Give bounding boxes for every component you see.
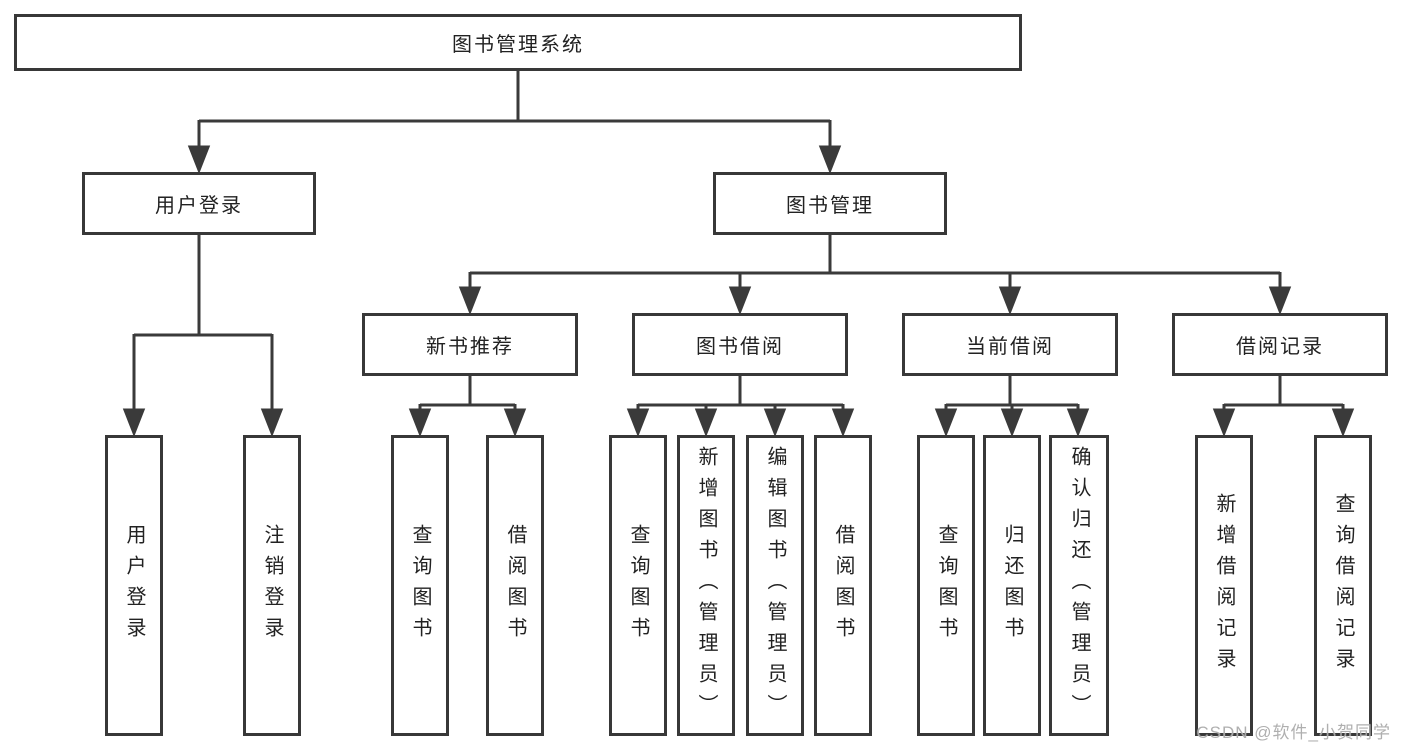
arrow-down-icon (763, 408, 787, 438)
arrow-down-icon (408, 408, 432, 438)
leaf-label: 归还图书 (1001, 523, 1023, 648)
connector-new-book-recommend-to-leaves (408, 376, 527, 438)
leaf-label: 新增图书（管理员） (695, 446, 717, 725)
arrow-down-icon (1212, 408, 1236, 438)
arrow-down-icon (1331, 408, 1355, 438)
arrow-down-icon (122, 408, 146, 438)
leaf-label: 注销登录 (261, 523, 283, 648)
arrow-down-icon (1000, 408, 1024, 438)
node-leaf-borrow-book-recommend: 借阅图书 (486, 435, 544, 736)
node-new-book-recommend: 新书推荐 (362, 313, 578, 376)
arrow-down-icon (1066, 408, 1090, 438)
node-leaf-query-book: 查询图书 (609, 435, 667, 736)
node-borrow-record: 借阅记录 (1172, 313, 1388, 376)
connector-current-borrow-to-leaves (934, 376, 1090, 438)
arrow-down-icon (503, 408, 527, 438)
arrow-down-icon (831, 408, 855, 438)
node-leaf-logout: 注销登录 (243, 435, 301, 736)
node-user-login-label: 用户登录 (155, 195, 243, 217)
node-leaf-query-current: 查询图书 (917, 435, 975, 736)
connector-book-borrow-to-leaves (626, 376, 855, 438)
leaf-label: 查询图书 (935, 523, 957, 648)
node-borrow-record-label: 借阅记录 (1236, 336, 1324, 358)
arrow-down-icon (1268, 286, 1292, 316)
arrow-down-icon (694, 408, 718, 438)
node-book-borrow: 图书借阅 (632, 313, 848, 376)
node-leaf-add-book-admin: 新增图书（管理员） (677, 435, 735, 736)
node-leaf-confirm-return-admin: 确认归还（管理员） (1049, 435, 1109, 736)
arrow-down-icon (260, 408, 284, 438)
arrow-down-icon (998, 286, 1022, 316)
leaf-label: 新增借阅记录 (1213, 492, 1235, 679)
node-leaf-borrow-book: 借阅图书 (814, 435, 872, 736)
arrow-down-icon (458, 286, 482, 316)
leaf-label: 借阅图书 (832, 523, 854, 648)
node-new-book-recommend-label: 新书推荐 (426, 336, 514, 358)
node-root: 图书管理系统 (14, 14, 1022, 71)
arrow-down-icon (187, 145, 211, 175)
connector-book-management-to-level3 (458, 235, 1292, 316)
leaf-label: 查询借阅记录 (1332, 492, 1354, 679)
node-book-management: 图书管理 (713, 172, 947, 235)
node-current-borrow: 当前借阅 (902, 313, 1118, 376)
arrow-down-icon (626, 408, 650, 438)
node-user-login: 用户登录 (82, 172, 316, 235)
node-leaf-add-borrow-record: 新增借阅记录 (1195, 435, 1253, 736)
connector-borrow-record-to-leaves (1212, 376, 1355, 438)
node-book-management-label: 图书管理 (786, 195, 874, 217)
node-leaf-user-login: 用户登录 (105, 435, 163, 736)
node-root-label: 图书管理系统 (452, 34, 584, 56)
connector-user-login-to-leaves (122, 235, 284, 438)
arrow-down-icon (934, 408, 958, 438)
node-leaf-edit-book-admin: 编辑图书（管理员） (746, 435, 804, 736)
leaf-label: 查询图书 (627, 523, 649, 648)
arrow-down-icon (818, 145, 842, 175)
csdn-watermark: CSDN @软件_小贺同学 (1196, 723, 1391, 742)
node-current-borrow-label: 当前借阅 (966, 336, 1054, 358)
node-leaf-return-book: 归还图书 (983, 435, 1041, 736)
arrow-down-icon (728, 286, 752, 316)
connector-root-to-level2 (187, 70, 842, 175)
node-leaf-query-borrow-record: 查询借阅记录 (1314, 435, 1372, 736)
leaf-label: 借阅图书 (504, 523, 526, 648)
leaf-label: 查询图书 (409, 523, 431, 648)
leaf-label: 编辑图书（管理员） (764, 446, 786, 725)
leaf-label: 用户登录 (123, 523, 145, 648)
node-book-borrow-label: 图书借阅 (696, 336, 784, 358)
node-leaf-query-book-recommend: 查询图书 (391, 435, 449, 736)
leaf-label: 确认归还（管理员） (1068, 446, 1090, 725)
